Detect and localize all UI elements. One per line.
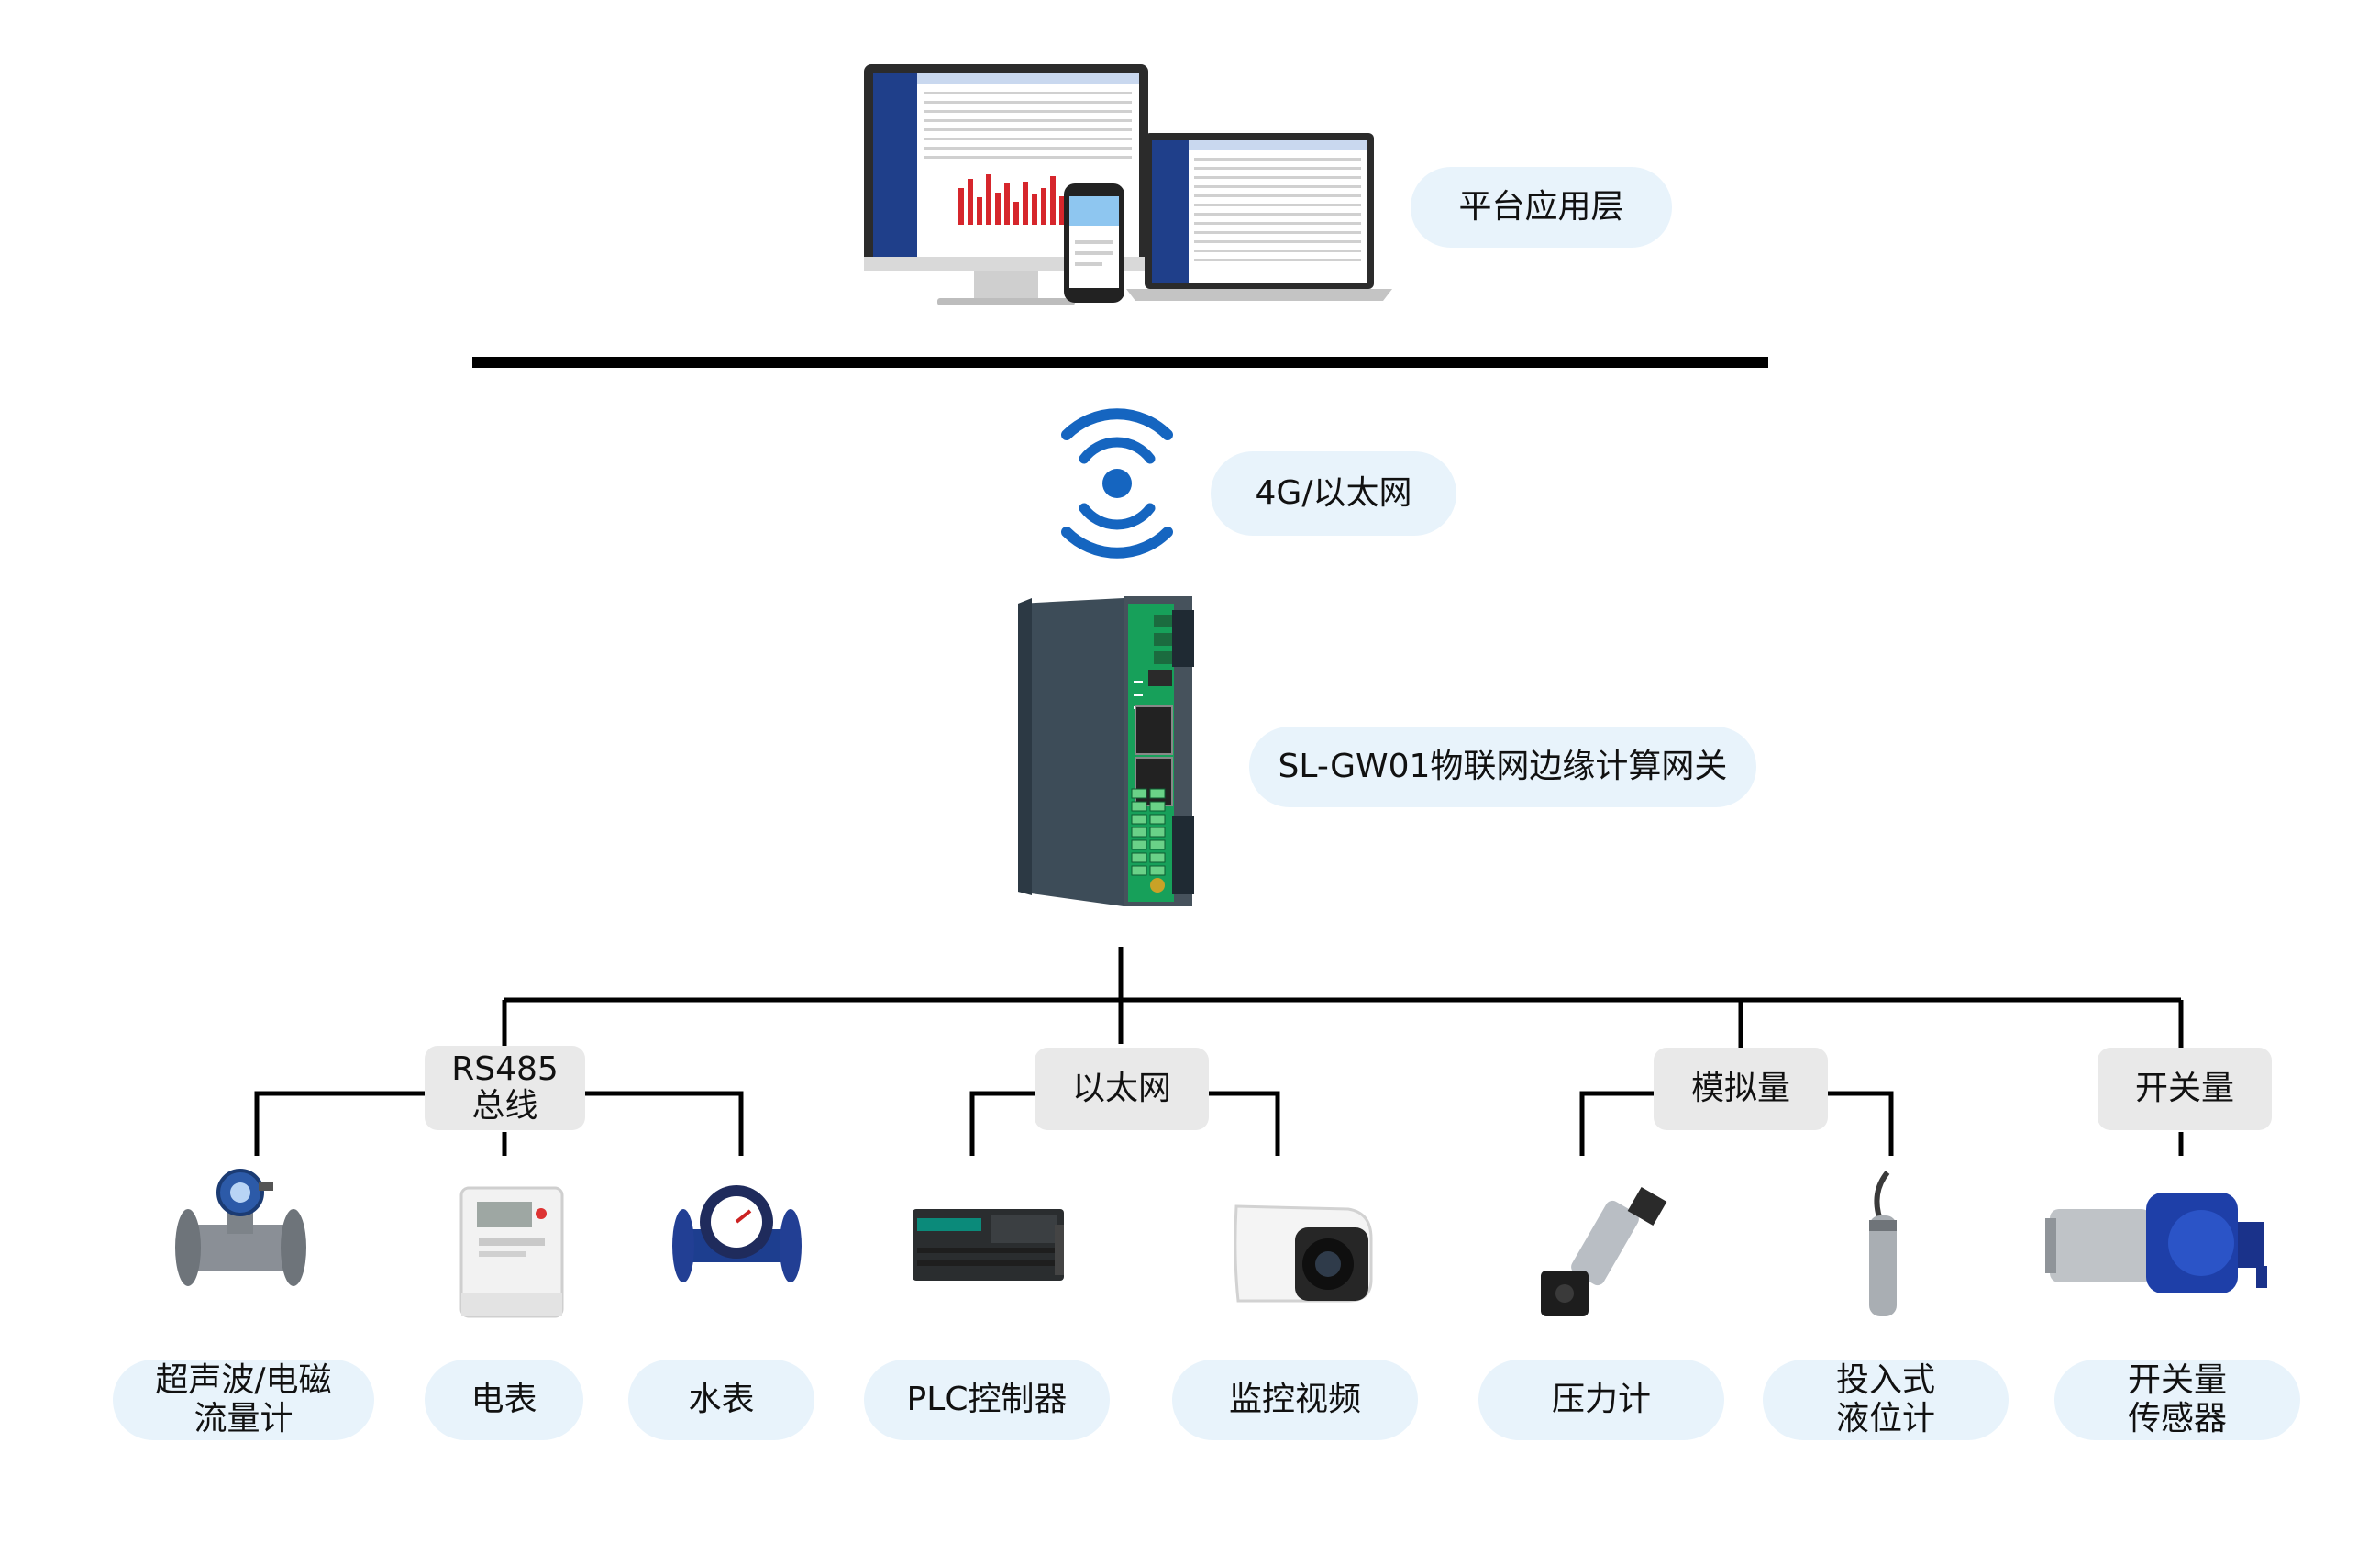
device-text-pressure: 压力计 [1551,1381,1651,1418]
category-analog-text: 模拟量 [1690,1070,1790,1107]
device-label-plc: PLC控制器 [864,1360,1110,1440]
separator-bar [472,357,1768,368]
device-label-switch-sensor: 开关量 传感器 [2054,1360,2300,1440]
category-rs485: RS485 总线 [425,1046,585,1130]
device-label-level: 投入式 液位计 [1763,1360,2009,1440]
tree-connectors [254,947,2184,1156]
category-switch: 开关量 [2098,1048,2272,1130]
category-ethernet: 以太网 [1035,1048,1209,1130]
wireless-signal-icon [1061,408,1173,559]
platform-layer-text: 平台应用层 [1458,188,1624,226]
device-label-water-meter: 水表 [628,1360,814,1440]
pressure-gauge-icon [1541,1187,1667,1316]
pump-icon [2045,1193,2267,1293]
platform-devices-icon [864,64,1392,305]
gateway-text: SL-GW01物联网边缘计算网关 [1278,748,1728,785]
device-text-switch-sensor: 开关量 传感器 [2127,1361,2227,1437]
water-meter-icon [672,1185,802,1282]
device-label-camera: 监控视频 [1172,1360,1418,1440]
platform-layer-label: 平台应用层 [1411,167,1672,248]
device-text-water-meter: 水表 [688,1381,755,1418]
category-switch-text: 开关量 [2134,1070,2234,1107]
surveillance-camera-icon [1234,1204,1373,1303]
flowmeter-icon [175,1169,306,1286]
device-text-plc: PLC控制器 [906,1381,1068,1418]
gateway-device-icon [1018,596,1194,906]
category-ethernet-text: 以太网 [1071,1070,1171,1107]
network-label: 4G/以太网 [1211,451,1456,536]
device-text-flowmeter: 超声波/电磁 流量计 [155,1361,332,1437]
plc-controller-icon [913,1209,1064,1281]
level-sensor-icon [1869,1171,1897,1316]
device-text-level: 投入式 液位计 [1835,1361,1935,1437]
network-text: 4G/以太网 [1255,474,1412,512]
device-label-pressure: 压力计 [1478,1360,1724,1440]
device-label-electric-meter: 电表 [425,1360,583,1440]
device-label-flowmeter: 超声波/电磁 流量计 [113,1360,374,1440]
device-text-electric-meter: 电表 [470,1381,537,1418]
category-rs485-text: RS485 总线 [451,1050,559,1125]
category-analog: 模拟量 [1654,1048,1828,1130]
device-text-camera: 监控视频 [1228,1381,1361,1418]
gateway-label: SL-GW01物联网边缘计算网关 [1249,727,1756,807]
electric-meter-icon [459,1186,564,1318]
